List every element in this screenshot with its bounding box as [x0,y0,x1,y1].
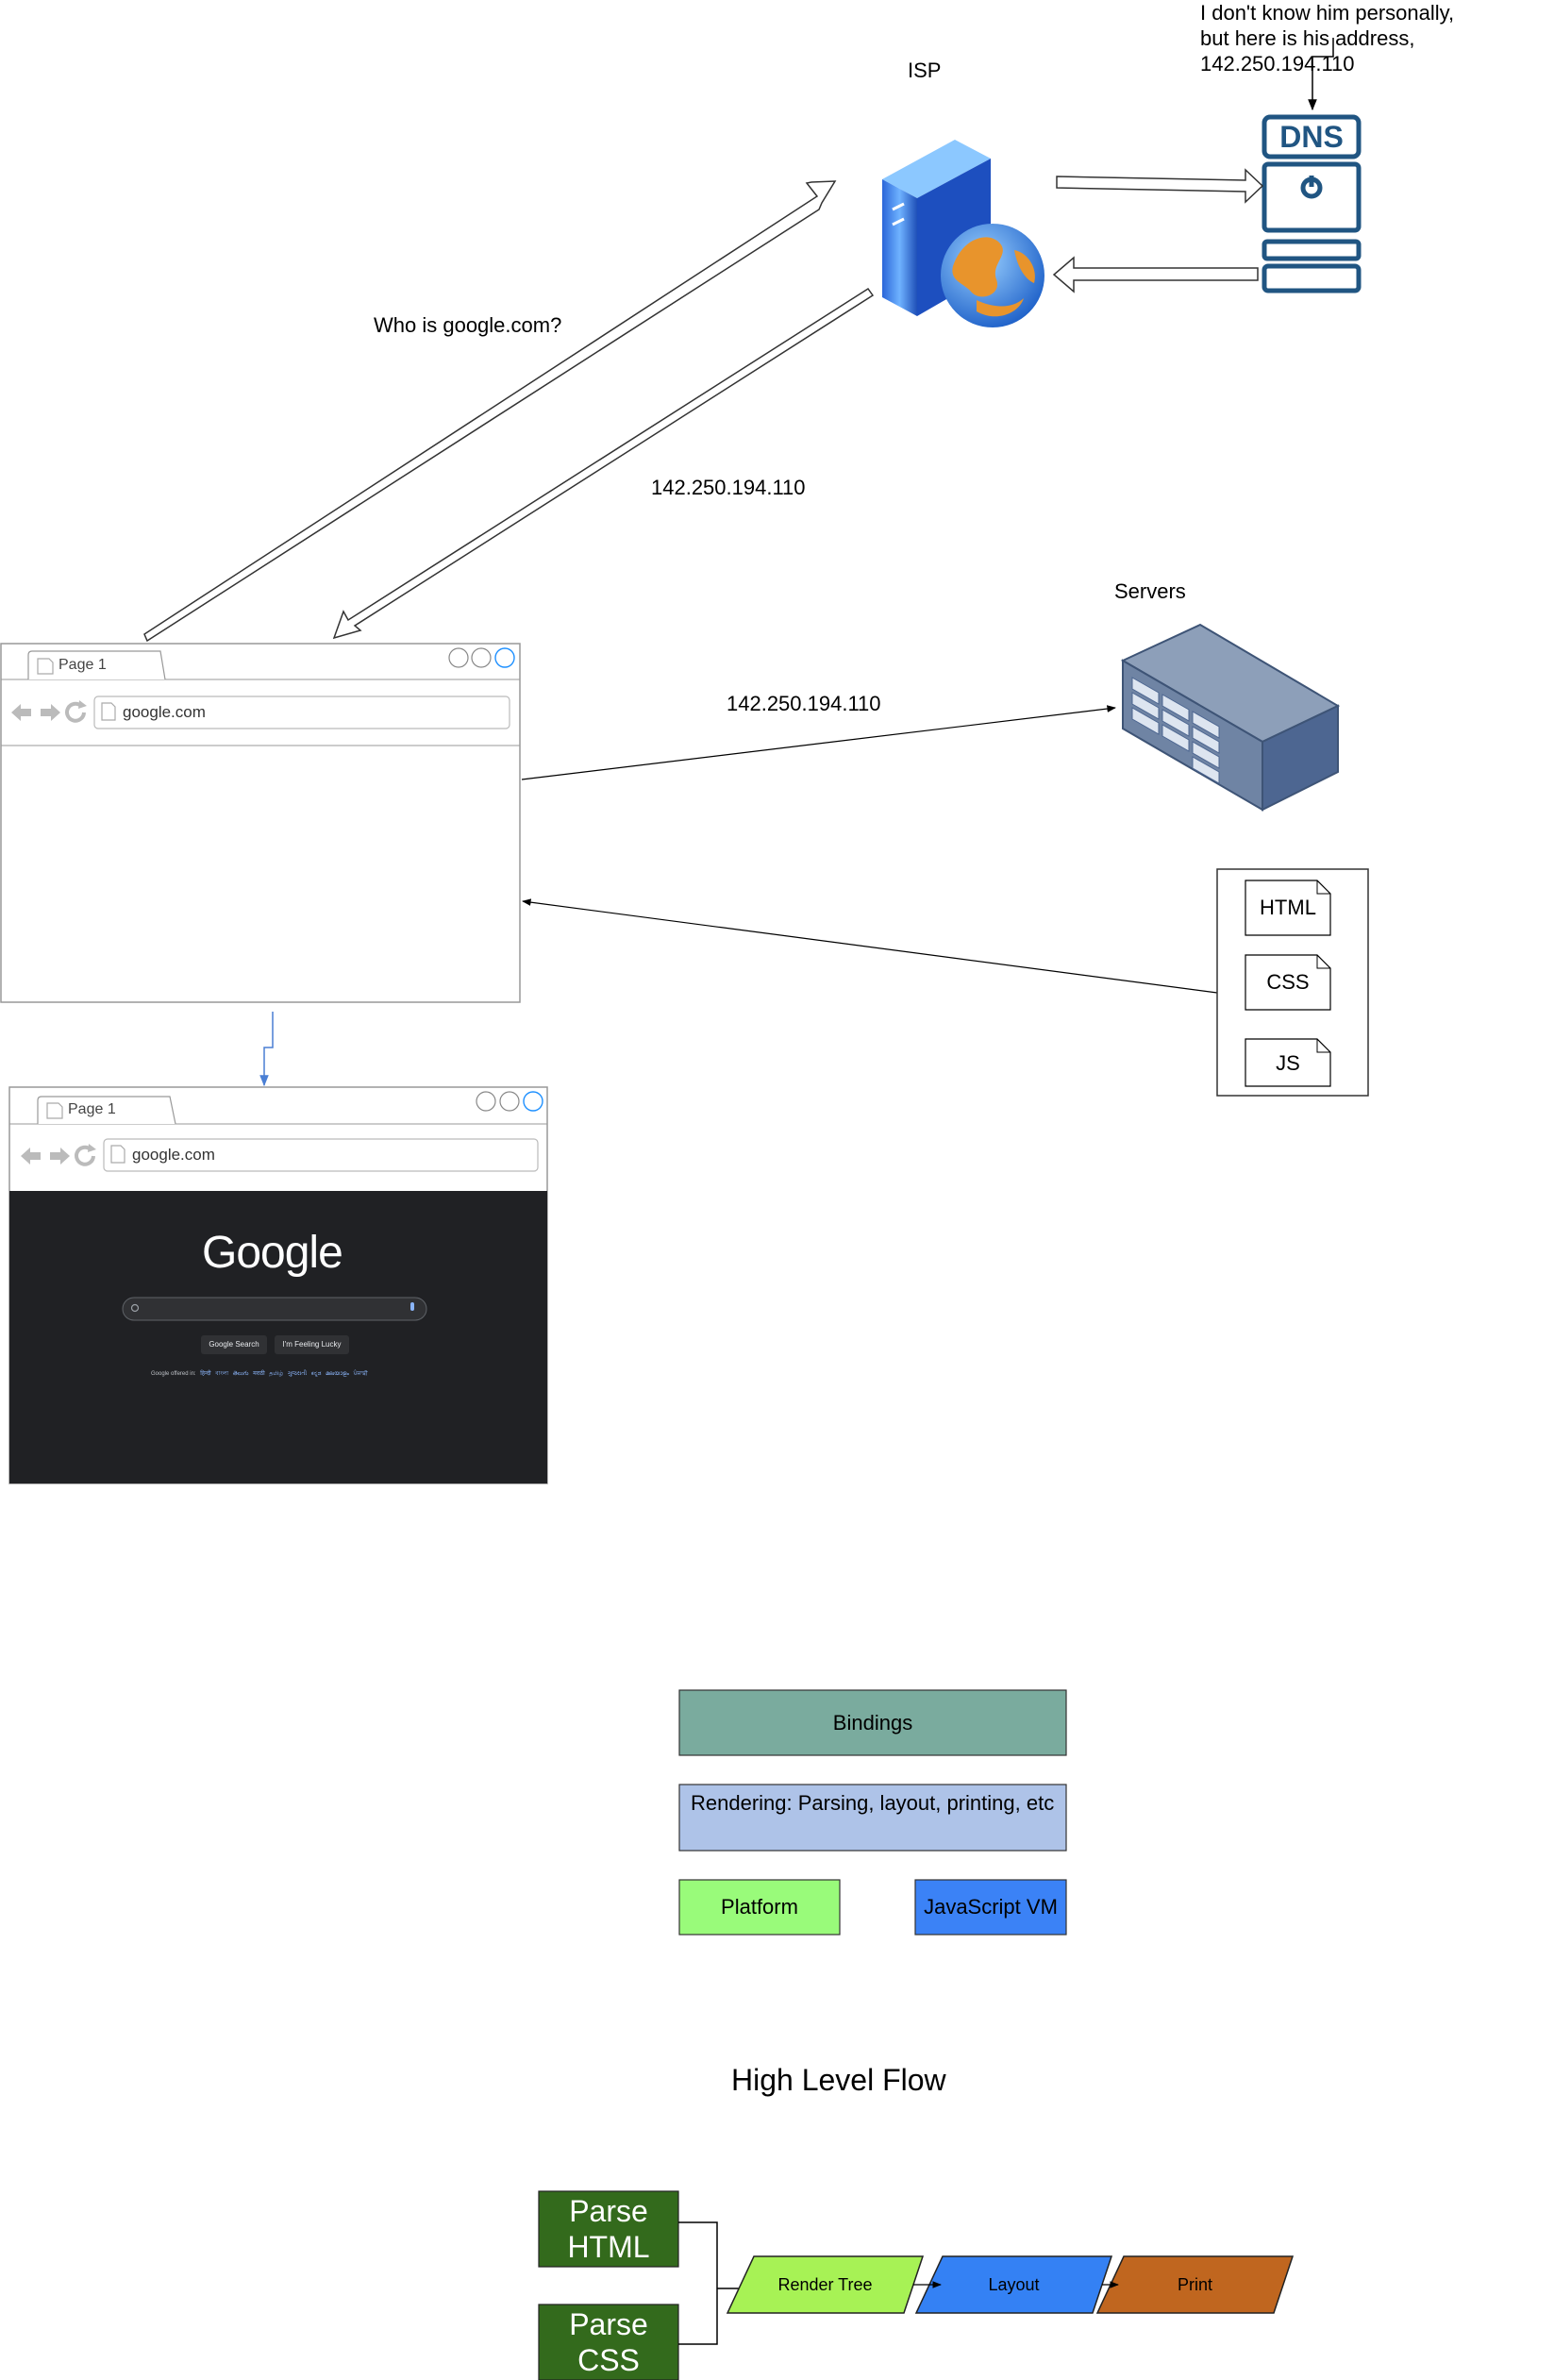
dns-reply-line-2: but here is his address, [1200,26,1415,50]
window-maximize-icon[interactable] [471,647,492,668]
parse-css-box [538,2304,679,2380]
response-arrow [522,898,1218,994]
layout-label: Layout [988,2274,1040,2294]
address-bar[interactable] [103,1138,539,1172]
forward-arrow-icon[interactable] [41,704,60,721]
print-label: Print [1177,2274,1212,2294]
google-logo: Google [202,1228,343,1278]
browser-blank-url[interactable]: google.com [123,703,206,721]
platform-label: Platform [721,1895,798,1919]
dns-label: DNS [1279,120,1344,154]
dns-reply-line-1: I don't know him personally, [1200,1,1455,25]
language-link[interactable]: मराठी [253,1371,265,1377]
file-html-label: HTML [1260,896,1316,919]
javascript-vm-box [914,1879,1067,1936]
isp-answer-ip-label: 142.250.194.110 [651,476,806,499]
request-ip-label: 142.250.194.110 [727,692,881,715]
servers-label: Servers [1114,579,1186,603]
address-bar[interactable] [93,696,510,729]
file-js [1245,1038,1331,1087]
browser-google-url[interactable]: google.com [132,1146,215,1164]
window-minimize-icon[interactable] [448,647,469,668]
parse-html-line-2: HTML [567,2230,650,2264]
window-minimize-icon[interactable] [476,1091,496,1112]
back-arrow-icon[interactable] [21,1148,41,1165]
file-css-label: CSS [1266,970,1310,994]
parse-html-label: Parse HTML [539,2191,678,2267]
request-arrow [521,705,1116,780]
reload-icon[interactable] [65,701,86,723]
search-icon [130,1303,140,1313]
offered-in-label: Google offered in: [151,1371,196,1377]
reload-icon[interactable] [75,1145,95,1166]
dns-reply-line-3: 142.250.194.110 [1200,52,1355,75]
browser-transition-arrow [259,1012,274,1087]
file-css [1245,954,1331,1011]
parse-css-line-2: CSS [577,2343,640,2377]
render-tree-label: Render Tree [777,2274,873,2294]
window-close-icon[interactable] [523,1091,543,1112]
browser-window-blank [0,643,521,1003]
parse-css-label: Parse CSS [539,2305,678,2380]
language-link[interactable]: தமிழ் [269,1371,284,1377]
language-link[interactable]: हिन्दी [200,1371,211,1377]
layout-shape [914,2255,1113,2314]
back-arrow-icon[interactable] [11,704,31,721]
question-label: Who is google.com? [374,313,562,337]
dns-server-icon [1262,114,1362,293]
google-search-box[interactable] [122,1297,427,1321]
render-tree-shape [726,2255,925,2314]
language-link[interactable]: ਪੰਜਾਬੀ [353,1371,368,1377]
servers-rack-icon [1120,623,1341,812]
google-search-button[interactable] [201,1335,267,1354]
language-link[interactable]: ಕನ್ನಡ [310,1371,322,1377]
window-maximize-icon[interactable] [499,1091,520,1112]
microphone-icon[interactable] [410,1302,414,1311]
javascript-vm-label: JavaScript VM [924,1895,1058,1919]
language-link[interactable]: മലയാളം [326,1371,349,1377]
parse-html-box [538,2190,679,2268]
language-link[interactable]: తెలుగు [232,1371,249,1377]
isp-to-dns-arrow [1056,168,1264,204]
isp-server-icon [882,140,1044,327]
google-search-button-label[interactable]: Google Search [209,1340,259,1349]
rendering-label: Rendering: Parsing, layout, printing, et… [691,1791,1055,1815]
feeling-lucky-button[interactable] [275,1335,349,1354]
browser-window-google [8,1086,548,1484]
parse-html-line-1: Parse [569,2194,648,2228]
dns-callout-connector [1308,38,1334,111]
flow-title: High Level Flow [731,2063,946,2097]
dns-to-isp-arrow [1052,256,1259,293]
browser-google-tab-label[interactable]: Page 1 [68,1101,116,1117]
dns-reply-text: I don't know him personally, but here is… [1200,0,1454,76]
isp-to-browser-arrow [332,287,875,640]
language-link[interactable]: বাংলা [215,1371,229,1377]
browser-blank-tab-label[interactable]: Page 1 [58,657,107,673]
file-js-label: JS [1276,1051,1300,1075]
google-offered-in: Google offered in: हिन्दी বাংলা తెలుగు म… [151,1368,368,1379]
language-link[interactable]: ગુજરાતી [287,1371,308,1377]
forward-arrow-icon[interactable] [50,1148,70,1165]
isp-label: ISP [908,59,942,82]
browser-to-isp-arrow [143,180,837,643]
rendering-box [678,1784,1067,1852]
parse-merge-connector [678,2221,718,2345]
parse-css-line-1: Parse [569,2307,648,2341]
print-shape [1095,2255,1295,2314]
platform-box [678,1879,841,1936]
file-html [1245,880,1331,936]
feeling-lucky-button-label[interactable]: I'm Feeling Lucky [282,1340,342,1349]
window-close-icon[interactable] [494,647,515,668]
bindings-label: Bindings [832,1710,913,1735]
bindings-box [678,1689,1067,1756]
